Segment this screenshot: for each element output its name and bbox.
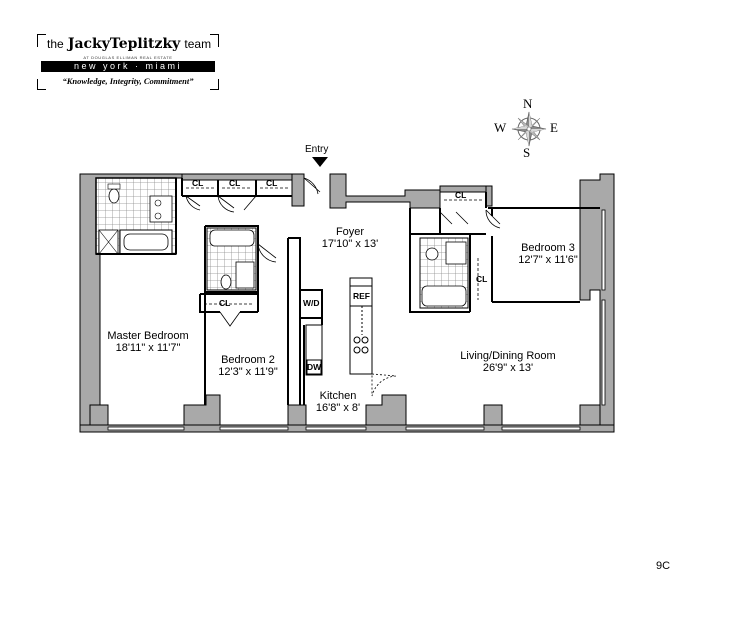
compass-star-icon (511, 111, 547, 147)
room-name: Bedroom 3 (521, 242, 575, 254)
room-dimensions: 12'3" x 11'9" (218, 366, 278, 378)
logo-bracket (210, 34, 219, 47)
logo-name: JackyTeplitzky (67, 36, 181, 52)
dishwasher-label: DW (307, 362, 322, 372)
room-dimensions: 26'9" x 13' (482, 362, 534, 374)
logo-brand: the JackyTeplitzky team (47, 36, 211, 52)
room-dimensions: 17'10" x 13' (321, 238, 379, 250)
room-name: Bedroom 2 (221, 354, 275, 366)
room-foyer: Foyer 17'10" x 13' (322, 226, 378, 250)
compass-east: E (550, 120, 558, 135)
closet-label: CL (229, 178, 241, 188)
unit-number: 9C (656, 560, 671, 572)
compass-south: S (523, 145, 531, 160)
room-name: Living/Dining Room (460, 350, 556, 362)
bedroom2-bathroom (206, 227, 257, 291)
closet-label: CL (476, 274, 488, 284)
entry-arrow-icon (312, 157, 328, 167)
refrigerator-label: REF (353, 291, 370, 301)
room-bedroom-3: Bedroom 3 12'7" x 11'6" (518, 242, 578, 266)
washer-dryer-label: W/D (303, 298, 320, 308)
closet-label: CL (219, 298, 231, 308)
compass-rose: N S E W (494, 96, 564, 160)
room-master-bedroom: Master Bedroom 18'11" x 11'7" (107, 330, 188, 354)
closet-label: CL (266, 178, 278, 188)
room-bedroom-2: Bedroom 2 12'3" x 11'9" (218, 354, 278, 378)
compass-west: W (494, 120, 507, 135)
logo-bracket (37, 34, 46, 47)
master-bathroom (95, 177, 177, 255)
logo-bracket (37, 79, 46, 90)
compass-north: N (523, 96, 533, 111)
team-logo: the JackyTeplitzky team AT DOUGLAS ELLIM… (37, 34, 219, 90)
room-name: Foyer (335, 226, 365, 238)
logo-bracket (210, 79, 219, 90)
logo-affiliation: AT DOUGLAS ELLIMAN REAL ESTATE (83, 55, 173, 60)
room-dimensions: 18'11" x 11'7" (115, 342, 181, 354)
closet-shelves (186, 187, 484, 305)
logo-cities: new york · miami (41, 61, 215, 72)
room-dimensions: 12'7" x 11'6" (518, 254, 578, 266)
room-dimensions: 16'8" x 8' (315, 402, 361, 414)
bedroom3-bathroom (419, 237, 469, 309)
logo-tagline: “Knowledge, Integrity, Commitment” (62, 76, 194, 86)
logo-prefix: the (47, 37, 64, 51)
room-living-dining: Living/Dining Room 26'9" x 13' (460, 350, 555, 374)
door-swings (185, 177, 501, 397)
logo-suffix: team (184, 37, 212, 51)
closet-label: CL (192, 178, 204, 188)
room-kitchen: Kitchen 16'8" x 8' (316, 390, 360, 414)
room-name: Kitchen (319, 390, 357, 402)
kitchen-counter (305, 277, 373, 376)
entry-label: Entry (305, 144, 329, 155)
window-strips (107, 209, 606, 431)
closet-label: CL (455, 190, 467, 200)
interior-walls (96, 178, 600, 405)
room-name: Master Bedroom (107, 330, 189, 342)
